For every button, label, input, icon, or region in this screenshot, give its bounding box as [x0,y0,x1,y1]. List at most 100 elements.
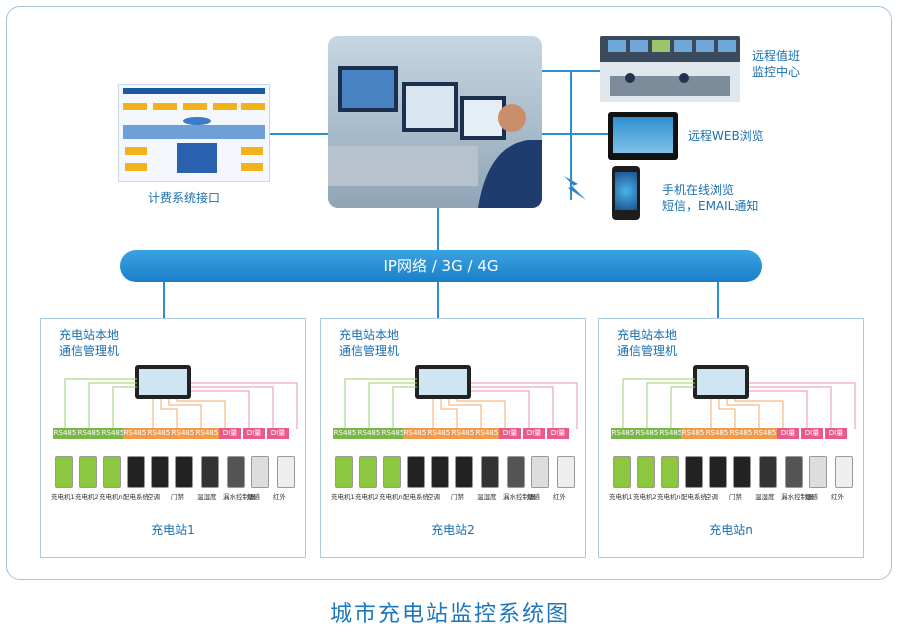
web-browse-label: 远程WEB浏览 [688,129,764,143]
station-name: 充电站n [709,523,753,537]
di-tag: DI量 [267,428,289,439]
rs485-tag: RS485 [123,428,147,439]
mobile-label-2: 短信，EMAIL通知 [662,199,759,213]
station-manager-title-1: 充电站本地 [59,328,120,342]
station-wiring [344,378,578,429]
rs485-tag: RS485 [753,428,777,439]
device-label: 空调 [705,493,718,501]
device-label: 空调 [427,493,440,501]
device-label: 配电系统 [123,493,149,501]
station-name: 充电站1 [151,523,195,537]
remote-center-label-1: 远程值班 [752,49,801,63]
billing-system-label: 计费系统接口 [148,191,221,205]
rs485-tag: RS485 [101,428,125,439]
device-icon [557,456,575,488]
di-tag: DI量 [801,428,823,439]
station2-connector [437,282,439,320]
device-icon [709,456,727,488]
di-tag: DI量 [243,428,265,439]
mobile-phone-image [612,166,640,220]
device-icon [685,456,703,488]
device-label: 温湿度 [197,493,217,501]
rs485-tag: RS485 [357,428,381,439]
device-label: 充电机1 [609,493,633,501]
device-label: 配电系统 [403,493,429,501]
device-label: 漏水控制器 [781,493,814,501]
remote-trunk-connector [570,70,572,200]
page-title: 城市充电站监控系统图 [329,602,570,627]
device-icon [733,456,751,488]
diagram-frame [6,6,892,580]
rs485-tag: RS485 [611,428,635,439]
device-label: 空调 [147,493,160,501]
device-icon [481,456,499,488]
rs485-tag: RS485 [195,428,219,439]
device-label: 充电机2 [75,493,99,501]
device-icon [151,456,169,488]
rs485-tag: RS485 [403,428,427,439]
device-icon [277,456,295,488]
device-icon [55,456,73,488]
rs485-tag: RS485 [147,428,171,439]
device-icon [431,456,449,488]
device-label: 红外 [273,493,286,501]
rs485-tag: RS485 [659,428,683,439]
device-label: 门禁 [729,493,742,501]
device-icon [127,456,145,488]
device-label: 红外 [553,493,566,501]
station-name: 充电站2 [431,523,475,537]
station-manager-title-2: 通信管理机 [339,344,400,358]
device-icon [201,456,219,488]
di-tag: DI量 [499,428,521,439]
device-label: 充电机1 [51,493,75,501]
station-wiring [622,378,856,429]
communication-manager-image [693,365,749,399]
rs485-tag: RS485 [451,428,475,439]
station-manager-title-1: 充电站本地 [617,328,678,342]
station-manager-title-2: 通信管理机 [59,344,120,358]
device-label: 充电机n [379,493,403,501]
network-bar: IP网络 / 3G / 4G [120,250,762,282]
device-icon [79,456,97,488]
device-label: 充电机2 [355,493,379,501]
station-wiring [64,378,298,429]
device-icon [359,456,377,488]
device-label: 充电机n [99,493,123,501]
device-label: 烟感 [247,493,260,501]
billing-connector [268,133,330,135]
rs485-tag: RS485 [53,428,77,439]
rs485-tag: RS485 [729,428,753,439]
web-monitor-image [608,112,678,160]
mobile-label-1: 手机在线浏览 [662,183,735,197]
device-label: 温湿度 [477,493,497,501]
rs485-tag: RS485 [77,428,101,439]
device-icon [661,456,679,488]
rs485-tag: RS485 [681,428,705,439]
device-icon [335,456,353,488]
device-label: 充电机n [657,493,681,501]
rs485-tag: RS485 [635,428,659,439]
device-label: 温湿度 [755,493,775,501]
web-connector [542,133,608,135]
device-icon [383,456,401,488]
rs485-tag: RS485 [381,428,405,439]
device-icon [809,456,827,488]
rs485-tag: RS485 [475,428,499,439]
device-icon [407,456,425,488]
device-label: 充电机1 [331,493,355,501]
device-icon [251,456,269,488]
di-tag: DI量 [777,428,799,439]
device-icon [835,456,853,488]
operator-workstation-image [328,36,542,208]
device-icon [531,456,549,488]
device-icon [759,456,777,488]
device-label: 门禁 [171,493,184,501]
di-tag: DI量 [547,428,569,439]
device-icon [785,456,803,488]
station-manager-title-2: 通信管理机 [617,344,678,358]
device-label: 红外 [831,493,844,501]
station1-connector [163,282,165,320]
billing-system-image [118,84,270,182]
